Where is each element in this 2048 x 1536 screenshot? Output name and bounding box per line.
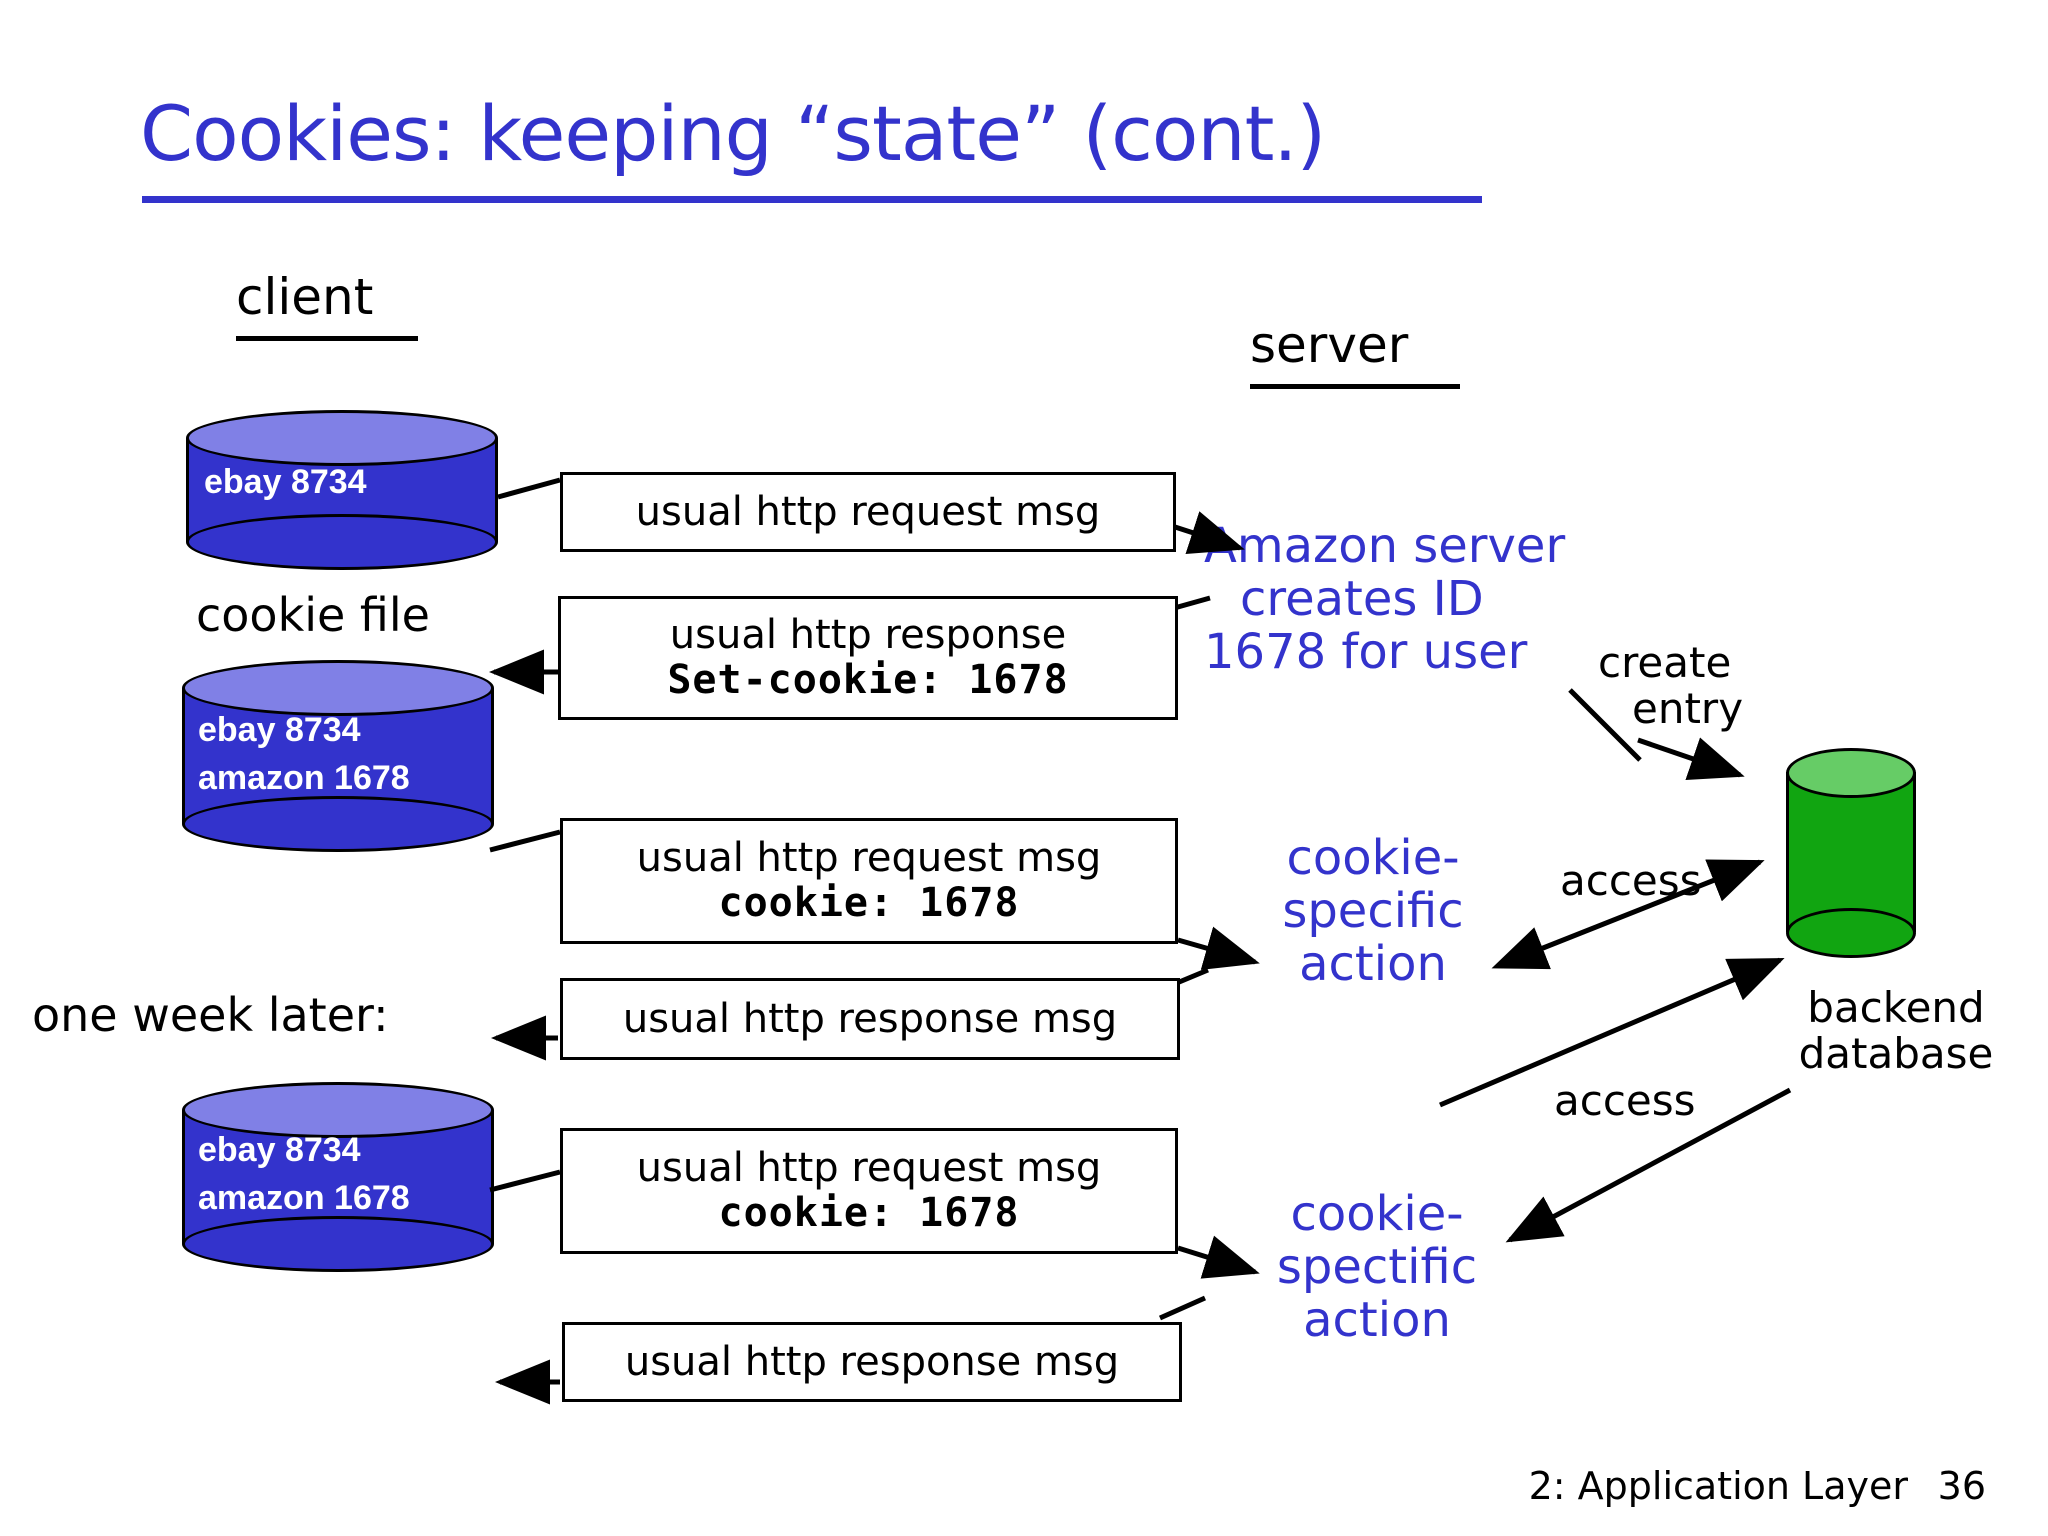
msg-line-mono: cookie: 1678: [718, 880, 1020, 926]
cylinder-bottom: [182, 796, 494, 852]
footer-chapter-label: 2: Application Layer: [1528, 1464, 1908, 1508]
cookie-specific-action-2-note: cookie- spectific action: [1252, 1188, 1502, 1346]
cylinder-top: [186, 410, 498, 466]
create-entry-note: create entry: [1598, 638, 1744, 734]
cylinder-top: [182, 1082, 494, 1138]
one-week-later-label: one week later:: [32, 988, 389, 1042]
cookie-action-1-line-1: cookie-: [1286, 830, 1460, 886]
cookie-entry-ebay: ebay 8734: [198, 711, 361, 749]
cookie-entry-ebay: ebay 8734: [198, 1131, 361, 1169]
cookie-action-1-line-2: specific: [1282, 882, 1464, 939]
cylinder-top: [182, 660, 494, 716]
backend-database-line-2: database: [1798, 1029, 1994, 1079]
msg-line: usual http response msg: [624, 1338, 1120, 1385]
msg-line-mono: cookie: 1678: [718, 1190, 1020, 1236]
cookie-entry-ebay: ebay 8734: [204, 463, 367, 501]
create-entry-line-2: entry: [1632, 684, 1744, 734]
amazon-note-line-3: 1678 for user: [1204, 623, 1528, 680]
arrow-request3-to-action2: [1177, 1235, 1260, 1279]
footer-page-number: 36: [1937, 1464, 1986, 1508]
cylinder-bottom: [1786, 908, 1916, 958]
msg-line-mono: Set-cookie: 1678: [667, 657, 1069, 703]
cylinder-bottom: [182, 1216, 494, 1272]
cookie-file-after-set-cookie: ebay 8734 amazon 1678: [182, 660, 494, 852]
client-heading-underline: [236, 336, 418, 341]
http-request-1-box: usual http request msg: [560, 472, 1176, 552]
create-entry-line-1: create: [1598, 638, 1732, 687]
cookie-file-one-week-later: ebay 8734 amazon 1678: [182, 1082, 494, 1272]
backend-database-caption: backend database: [1766, 983, 2026, 1079]
cookie-file-caption: cookie file: [196, 588, 430, 642]
amazon-note-line-1: Amazon server: [1204, 518, 1566, 574]
leader-action2-to-response3: [1158, 1295, 1207, 1321]
msg-line: usual http response: [669, 612, 1067, 659]
access-label-2: access: [1554, 1076, 1696, 1125]
cookie-file-initial: ebay 8734: [186, 410, 498, 570]
msg-line: usual http response msg: [622, 995, 1118, 1042]
http-response-3-box: usual http response msg: [562, 1322, 1182, 1402]
cookie-action-1-line-3: action: [1299, 935, 1447, 992]
cylinder-top: [1786, 748, 1916, 798]
leader-cookiefile3-to-request3: [489, 1169, 561, 1193]
backend-database: [1786, 748, 1916, 958]
leader-cookiefile1-to-request1: [497, 477, 561, 500]
http-request-3-box: usual http request msg cookie: 1678: [560, 1128, 1178, 1254]
arrow-create-entry-to-db: [1637, 737, 1745, 781]
cookie-entry-amazon: amazon 1678: [198, 759, 410, 797]
http-response-2-box: usual http response msg: [560, 978, 1180, 1060]
msg-line: usual http request msg: [635, 488, 1101, 535]
amazon-creates-id-note: Amazon server creates ID 1678 for user: [1204, 520, 1594, 678]
page-title: Cookies: keeping “state” (cont.): [140, 89, 1326, 178]
cookie-entry-amazon: amazon 1678: [198, 1179, 410, 1217]
cookie-specific-action-1-note: cookie- specific action: [1258, 832, 1488, 990]
msg-line: usual http request msg: [636, 835, 1102, 882]
server-heading: server: [1250, 316, 1409, 374]
access-label-1: access: [1560, 856, 1702, 905]
http-response-set-cookie-box: usual http response Set-cookie: 1678: [558, 596, 1178, 720]
cookie-action-2-line-1: cookie-: [1290, 1186, 1464, 1242]
server-heading-underline: [1250, 384, 1460, 389]
page-title-underline: [142, 196, 1482, 203]
cookie-action-2-line-3: action: [1303, 1291, 1451, 1348]
leader-cookiefile2-to-request2: [489, 829, 561, 853]
msg-line: usual http request msg: [636, 1145, 1102, 1192]
client-heading: client: [236, 268, 374, 326]
arrow-request2-to-action1: [1177, 926, 1260, 970]
cylinder-bottom: [186, 514, 498, 570]
cylinder-body: [1786, 772, 1916, 932]
amazon-note-line-2: creates ID: [1240, 570, 1484, 627]
http-request-2-box: usual http request msg cookie: 1678: [560, 818, 1178, 944]
cookie-action-2-line-2: spectific: [1276, 1238, 1478, 1295]
backend-database-line-1: backend: [1807, 983, 1985, 1032]
